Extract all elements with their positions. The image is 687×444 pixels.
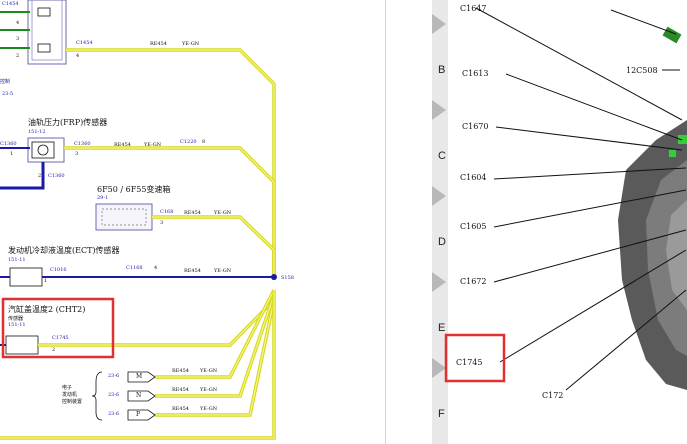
- frp-conn-left: C1360: [0, 141, 17, 147]
- callout-c1647: C1647: [460, 4, 487, 13]
- trans-conn-pin: 3: [160, 220, 164, 226]
- cht-page: 151-11: [8, 322, 26, 328]
- row-label-e: E: [438, 322, 446, 334]
- top-conn-right: C1454: [76, 40, 93, 46]
- callout-c172: C172: [542, 391, 564, 400]
- callout-c1672: C1672: [460, 277, 487, 286]
- top-pin-b: 3: [16, 36, 20, 42]
- trans-title: 6F50 / 6F55变速箱: [97, 185, 171, 194]
- ect-conn-right-pin: 4: [154, 265, 158, 271]
- ect-wire-code: RE454: [184, 268, 201, 274]
- splice-s158: S158: [281, 275, 294, 281]
- callout-12c508: 12C508: [626, 66, 658, 75]
- top-pin-a: 4: [16, 20, 20, 26]
- top-conn-label: C1454: [2, 1, 19, 7]
- wiring-lines: [0, 0, 386, 444]
- frp-conn-right-pin: 3: [75, 151, 79, 157]
- trans-conn: C168: [160, 209, 174, 215]
- pcm-row-wire-code: RE454: [172, 406, 189, 412]
- wiring-schematic-panel: C1454 4 3 2 C1454 4 RE454 YE-GN 控制 23-5 …: [0, 0, 386, 444]
- top-wire-code: RE454: [150, 41, 167, 47]
- trans-wire-color: YE-GN: [214, 210, 232, 216]
- callout-c1670: C1670: [462, 122, 489, 131]
- trans-wire-code: RE454: [184, 210, 201, 216]
- top-conn-right-pin: 4: [76, 53, 80, 59]
- frp-conn-bottom: C1360: [48, 173, 65, 179]
- pcm-row-wire-color: YE-GN: [200, 406, 218, 412]
- top-pin-c: 2: [16, 53, 20, 59]
- frp-splice: C1220: [180, 139, 197, 145]
- cht-conn-pin: 2: [52, 347, 56, 353]
- frp-splice-pin: 8: [202, 139, 206, 145]
- pcm-row-pin: M: [136, 373, 143, 380]
- frp-page: 151-12: [28, 129, 46, 135]
- ect-conn-right: C1168: [126, 265, 143, 271]
- pcm-row-wire-color: YE-GN: [200, 368, 218, 374]
- pcm-label-3: 控制装置: [62, 399, 83, 405]
- pcm-row-pin: N: [136, 392, 142, 399]
- pcm-row-wire-code: RE454: [172, 368, 189, 374]
- callout-c1605: C1605: [460, 222, 487, 231]
- top-note-ctrl: 控制: [0, 79, 11, 85]
- row-label-f: F: [438, 408, 445, 420]
- frp-wire-color: YE-GN: [144, 142, 162, 148]
- location-drawing: [432, 0, 687, 444]
- row-label-b: B: [438, 64, 446, 76]
- top-wire-color: YE-GN: [182, 41, 200, 47]
- pcm-label-1: 电子: [62, 385, 73, 391]
- pcm-row-page: 23-6: [108, 373, 120, 379]
- frp-conn-right: C1360: [74, 141, 91, 147]
- callout-c1613: C1613: [462, 69, 489, 78]
- ect-wire-color: YE-GN: [214, 268, 232, 274]
- component-location-panel: B C D E F C1647 12C508 C1613 C1670 C1604…: [386, 0, 687, 444]
- cht-title: 汽缸盖温度2 (CHT2): [8, 305, 86, 314]
- frp-title: 油轨压力(FRP)传感器: [28, 118, 108, 127]
- row-label-c: C: [438, 150, 446, 162]
- cht-subtitle: 传感器: [8, 316, 24, 322]
- pcm-row-wire-code: RE454: [172, 387, 189, 393]
- callout-c1604: C1604: [460, 173, 487, 182]
- row-label-d: D: [438, 236, 446, 248]
- frp-conn-left-pin: 1: [10, 151, 14, 157]
- trans-page: 29-1: [97, 195, 109, 201]
- ect-page: 151-11: [8, 257, 26, 263]
- pcm-row-wire-color: YE-GN: [200, 387, 218, 393]
- pcm-row-page: 23-6: [108, 392, 120, 398]
- ect-conn-left-pin: 1: [44, 278, 48, 284]
- top-note-page: 23-5: [2, 91, 14, 97]
- ect-title: 发动机冷却液温度(ECT)传感器: [8, 246, 120, 255]
- cht-conn: C1745: [52, 335, 69, 341]
- ect-conn-left: C1016: [50, 267, 67, 273]
- pcm-row-page: 23-6: [108, 411, 120, 417]
- frp-conn-bottom-pin: 2: [38, 173, 42, 179]
- frp-wire-code: RE454: [114, 142, 131, 148]
- callout-c1745: C1745: [456, 358, 483, 367]
- pcm-label-2: 发动机: [62, 392, 78, 398]
- pcm-row-pin: P: [136, 411, 141, 418]
